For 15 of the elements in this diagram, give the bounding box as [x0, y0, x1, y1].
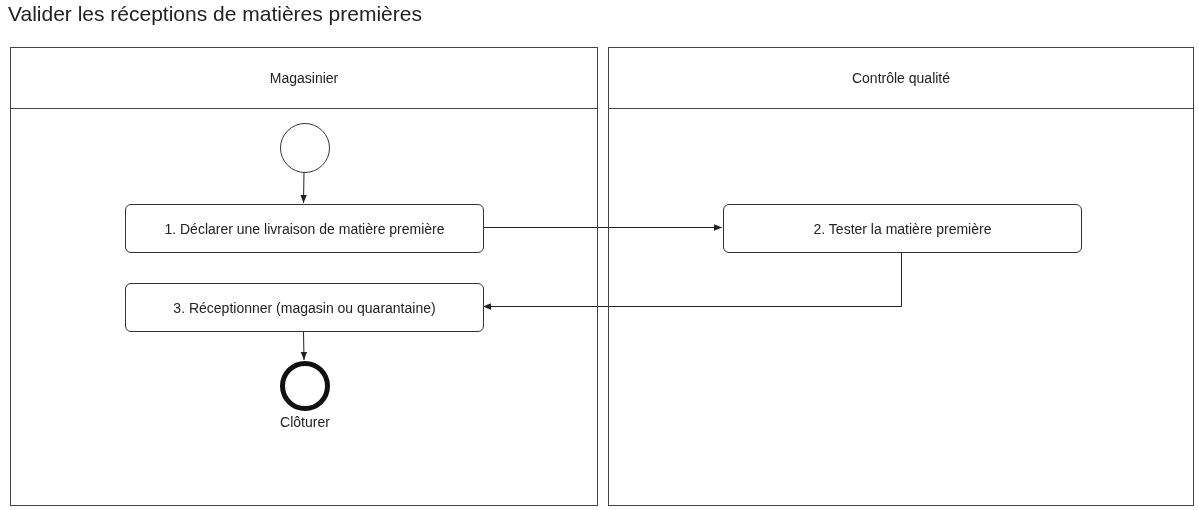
start-node-circle — [280, 123, 330, 173]
arrow — [300, 330, 308, 361]
diagram-title: Valider les réceptions de matières premières — [8, 2, 422, 26]
end-node-circle — [280, 361, 330, 411]
lane-title: Magasinier — [269, 70, 339, 86]
node-caption: Clôturer — [279, 414, 331, 430]
arrow — [482, 251, 902, 310]
swimlane — [608, 47, 1194, 506]
activity-box: 1. Déclarer une livraison de matière première — [125, 204, 484, 253]
activity-box: 3. Réceptionner (magasin ou quarantaine) — [125, 283, 484, 332]
arrow — [300, 171, 307, 204]
arrow — [482, 224, 723, 231]
activity-box: 2. Tester la matière première — [723, 204, 1082, 253]
swimlane — [10, 47, 598, 506]
lane-title: Contrôle qualité — [851, 70, 951, 86]
